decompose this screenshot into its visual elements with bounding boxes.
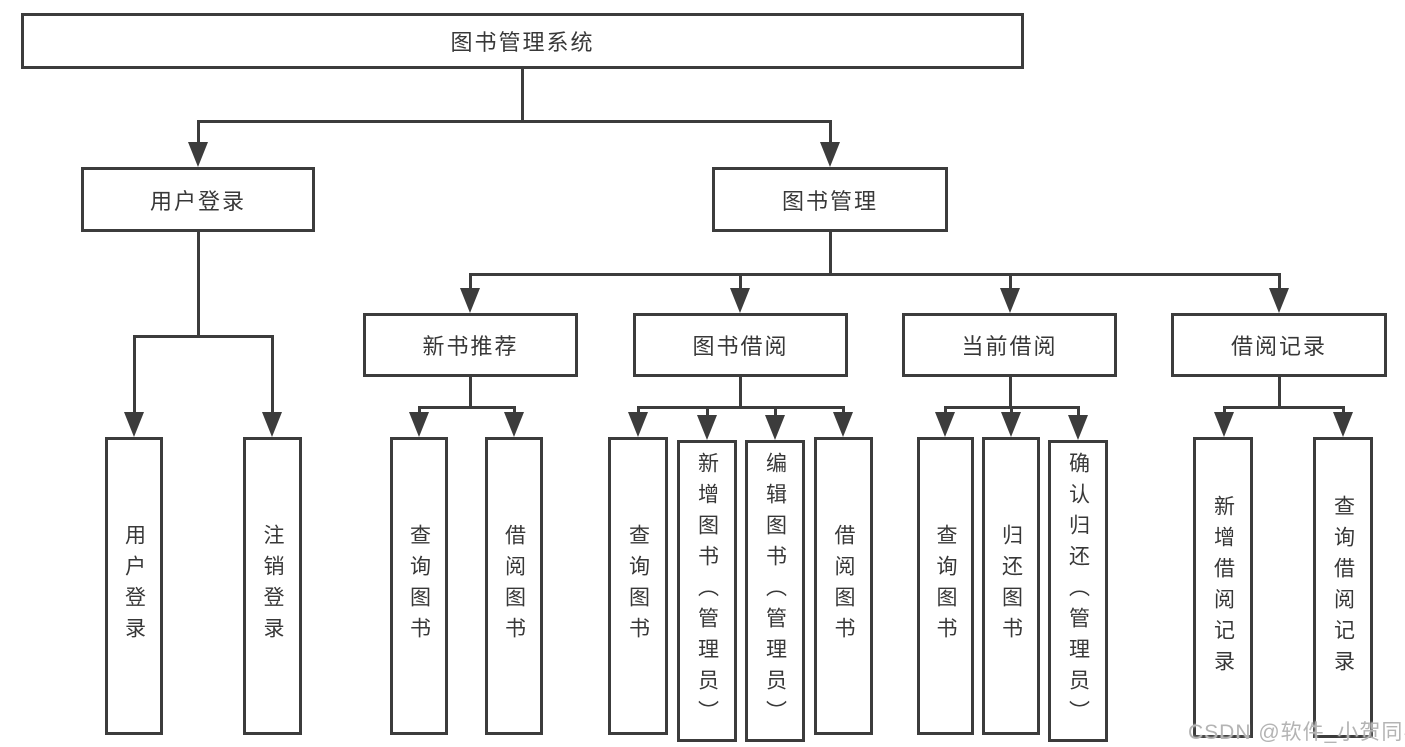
connector-stem bbox=[828, 232, 832, 276]
arrow-down-icon bbox=[188, 142, 208, 167]
node-label-borrow-records: 借阅记录 bbox=[1230, 334, 1327, 359]
arrow-down-icon bbox=[124, 412, 144, 437]
connector-drop bbox=[468, 273, 472, 292]
node-v-return-book: 归还图书 bbox=[982, 437, 1040, 735]
arrow-down-icon bbox=[460, 288, 480, 313]
connector-bar bbox=[132, 335, 274, 338]
node-v-confirm-return: 确认归还（管理员） bbox=[1048, 440, 1108, 742]
connector-drop bbox=[943, 406, 947, 416]
connector-stem bbox=[1277, 377, 1281, 409]
node-label-v-confirm-return: 确认归还（管理员） bbox=[1066, 451, 1090, 731]
node-label-v-logout: 注销登录 bbox=[261, 524, 284, 648]
connector-drop bbox=[1222, 406, 1226, 416]
arrow-down-icon bbox=[697, 415, 717, 440]
connector-drop bbox=[828, 120, 832, 146]
node-label-v-borrow-book-2: 借阅图书 bbox=[832, 524, 855, 648]
node-label-user-login: 用户登录 bbox=[149, 188, 246, 214]
connector-drop bbox=[705, 406, 709, 419]
connector-bar bbox=[468, 273, 1281, 276]
node-label-v-query-book-1: 查询图书 bbox=[407, 524, 431, 648]
arrow-down-icon bbox=[262, 412, 282, 437]
arrow-down-icon bbox=[730, 288, 750, 313]
arrow-down-icon bbox=[504, 412, 524, 437]
connector-drop bbox=[132, 335, 136, 416]
connector-drop bbox=[1341, 406, 1345, 416]
node-label-v-return-book: 归还图书 bbox=[999, 524, 1023, 648]
node-current-borrow: 当前借阅 bbox=[902, 313, 1117, 377]
connector-stem bbox=[196, 232, 200, 338]
arrow-down-icon bbox=[935, 412, 955, 437]
node-v-borrow-book-1: 借阅图书 bbox=[485, 437, 543, 735]
node-book-borrow: 图书借阅 bbox=[633, 313, 848, 377]
node-label-v-borrow-book-1: 借阅图书 bbox=[502, 524, 526, 648]
arrow-down-icon bbox=[1269, 288, 1289, 313]
connector-stem bbox=[738, 377, 742, 409]
connector-bar bbox=[196, 120, 832, 123]
node-v-borrow-book-2: 借阅图书 bbox=[814, 437, 873, 735]
connector-drop bbox=[738, 273, 742, 292]
node-label-book-borrow: 图书借阅 bbox=[692, 334, 789, 359]
connector-drop bbox=[512, 406, 516, 416]
connector-stem bbox=[1008, 377, 1012, 409]
node-label-v-add-record: 新增借阅记录 bbox=[1211, 494, 1235, 681]
node-v-query-book-2: 查询图书 bbox=[608, 437, 668, 735]
node-v-edit-book: 编辑图书（管理员） bbox=[745, 440, 805, 742]
arrow-down-icon bbox=[1001, 412, 1021, 437]
node-label-v-query-record: 查询借阅记录 bbox=[1331, 494, 1355, 681]
node-new-book-rec: 新书推荐 bbox=[363, 313, 578, 377]
connector-drop bbox=[1076, 406, 1080, 419]
arrow-down-icon bbox=[409, 412, 429, 437]
arrow-down-icon bbox=[1214, 412, 1234, 437]
connector-drop bbox=[773, 406, 777, 419]
connector-drop bbox=[841, 406, 845, 416]
arrow-down-icon bbox=[833, 412, 853, 437]
node-label-new-book-rec: 新书推荐 bbox=[422, 334, 519, 359]
connector-drop bbox=[636, 406, 640, 416]
node-v-add-record: 新增借阅记录 bbox=[1193, 437, 1253, 738]
connector-stem bbox=[520, 67, 524, 123]
node-book-mgmt: 图书管理 bbox=[712, 167, 948, 232]
arrow-down-icon bbox=[820, 142, 840, 167]
node-label-v-query-book-2: 查询图书 bbox=[626, 524, 650, 648]
arrow-down-icon bbox=[628, 412, 648, 437]
connector-bar bbox=[417, 406, 516, 409]
node-label-book-mgmt: 图书管理 bbox=[781, 188, 878, 214]
connector-drop bbox=[196, 120, 200, 146]
arrow-down-icon bbox=[1333, 412, 1353, 437]
node-borrow-records: 借阅记录 bbox=[1171, 313, 1387, 377]
node-user-login: 用户登录 bbox=[81, 167, 315, 232]
node-label-v-user-login: 用户登录 bbox=[122, 524, 146, 648]
connector-bar bbox=[636, 406, 845, 409]
connector-drop bbox=[270, 335, 274, 416]
node-v-query-book-1: 查询图书 bbox=[390, 437, 448, 735]
connector-stem bbox=[468, 377, 472, 409]
node-v-query-book-3: 查询图书 bbox=[917, 437, 974, 735]
arrow-down-icon bbox=[765, 415, 785, 440]
node-v-logout: 注销登录 bbox=[243, 437, 302, 735]
arrow-down-icon bbox=[1000, 288, 1020, 313]
connector-drop bbox=[1008, 273, 1012, 292]
watermark: CSDN @软件_小贺同学 bbox=[1188, 721, 1405, 744]
connector-drop bbox=[417, 406, 421, 416]
arrow-down-icon bbox=[1068, 415, 1088, 440]
node-label-root: 图书管理系统 bbox=[450, 30, 595, 55]
node-label-v-edit-book: 编辑图书（管理员） bbox=[763, 451, 787, 731]
node-label-current-borrow: 当前借阅 bbox=[961, 334, 1058, 359]
node-root: 图书管理系统 bbox=[21, 13, 1024, 69]
node-v-query-record: 查询借阅记录 bbox=[1313, 437, 1373, 738]
connector-drop bbox=[1009, 406, 1013, 416]
connector-drop bbox=[1277, 273, 1281, 292]
node-v-add-book: 新增图书（管理员） bbox=[677, 440, 737, 742]
node-label-v-add-book: 新增图书（管理员） bbox=[695, 451, 719, 731]
node-v-user-login: 用户登录 bbox=[105, 437, 163, 735]
connector-bar bbox=[1222, 406, 1345, 409]
node-label-v-query-book-3: 查询图书 bbox=[934, 524, 957, 648]
